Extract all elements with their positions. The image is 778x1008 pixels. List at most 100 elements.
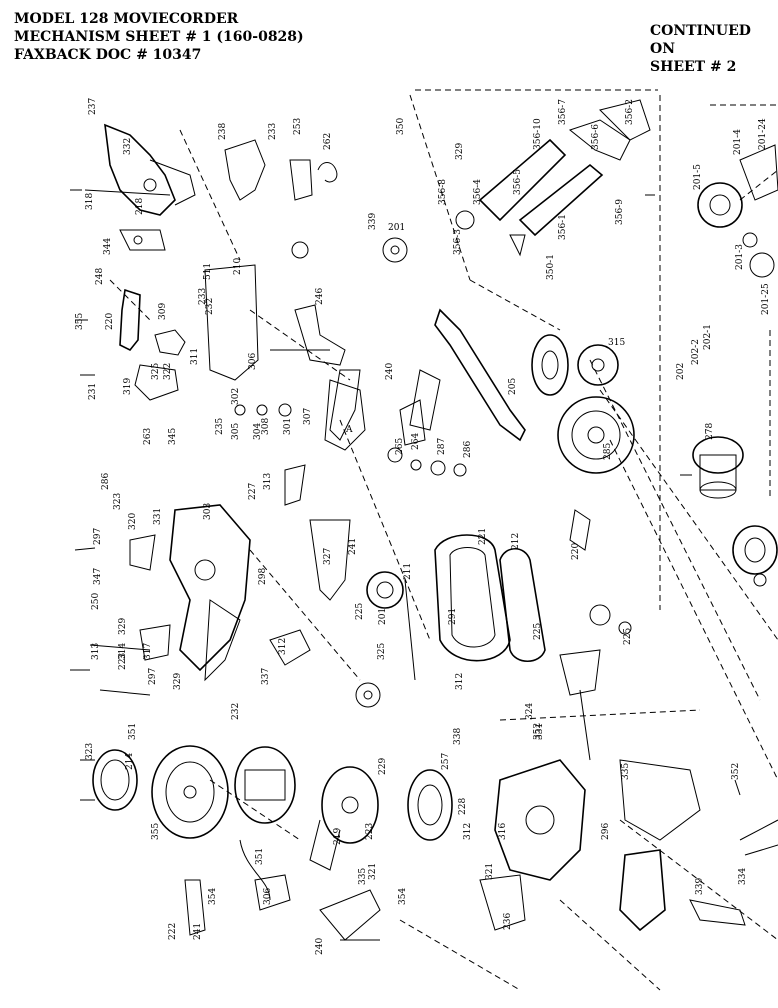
part-label: 231 <box>88 383 98 400</box>
part-label: 232 <box>205 298 215 315</box>
exploded-parts-diagram: A 237 344 201 315 238 233 253 262 332 21… <box>70 89 778 991</box>
part-label: 302 <box>231 388 241 405</box>
part-label: 306 <box>248 353 258 370</box>
part-label: 323 <box>113 493 123 510</box>
part-label: 201 <box>378 608 388 625</box>
part-label: 325 <box>377 643 387 660</box>
center-ribbon-assembly <box>355 534 546 708</box>
part-label: 356-9 <box>615 199 625 225</box>
part-label: 306 <box>263 888 273 905</box>
part-label: 351 <box>128 723 138 740</box>
part-label: 354 <box>208 888 218 905</box>
part-label: 236 <box>503 913 513 930</box>
part-label: 313 <box>263 473 273 490</box>
part-label: 316 <box>498 823 508 840</box>
part-label: 246 <box>315 288 325 305</box>
part-label: 325 <box>151 363 161 380</box>
part-label: 329 <box>173 673 183 690</box>
part-label: 312 <box>278 638 288 655</box>
part-label: 202-2 <box>691 339 701 365</box>
part-label: 241 <box>348 538 358 555</box>
part-label: 221 <box>478 528 488 545</box>
part-label: 202 <box>676 363 686 380</box>
part-label: 344 <box>103 238 113 255</box>
part-label: 356-1 <box>558 214 568 240</box>
part-label: 212 <box>511 533 521 550</box>
part-label: 211 <box>403 563 413 580</box>
top-right-gear-assembly <box>697 144 778 278</box>
right-motor-stacks <box>692 436 778 587</box>
part-label: 248 <box>95 268 105 285</box>
part-label: 327 <box>323 548 333 565</box>
right-center-gears <box>559 509 632 761</box>
lower-drum-row <box>92 745 701 932</box>
part-label: 298 <box>258 568 268 585</box>
continued-note: CONTINUED ON SHEET # 2 <box>650 22 778 76</box>
part-label: 312 <box>463 823 473 840</box>
part-label: 311 <box>190 348 200 365</box>
part-label: 355 <box>75 313 85 330</box>
part-label: 297 <box>93 528 103 545</box>
part-number-labels: 237 344 201 315 238 233 253 262 332 218 … <box>75 98 771 955</box>
part-label: 223 <box>365 823 375 840</box>
part-label: 356-4 <box>473 179 483 205</box>
part-label: 350-1 <box>546 254 556 280</box>
arrow-label-a: A <box>345 425 353 435</box>
part-label: 287 <box>437 438 447 455</box>
part-label: 335 <box>358 868 368 885</box>
part-label: 219 <box>333 828 343 845</box>
part-label: 250 <box>91 593 101 610</box>
center-arm-assembly <box>324 308 635 477</box>
part-label: 339 <box>695 878 705 895</box>
part-label: 511 <box>203 263 213 280</box>
part-label: 307 <box>303 408 313 425</box>
part-label: 286 <box>463 441 473 458</box>
part-label: 324 <box>525 703 535 720</box>
part-label: 257 <box>441 753 451 770</box>
part-label: 356-3 <box>453 229 463 255</box>
part-label: 339 <box>368 213 378 230</box>
part-label: 227 <box>248 483 258 500</box>
part-label: 263 <box>143 428 153 445</box>
part-label: 356-5 <box>513 169 523 195</box>
part-label: 238 <box>218 123 228 140</box>
part-label: 331 <box>153 508 163 525</box>
part-label: 350 <box>396 118 406 135</box>
part-label: 220 <box>105 313 115 330</box>
part-label: 241 <box>193 923 203 940</box>
continued-line1: CONTINUED ON <box>650 23 751 57</box>
part-label: 232 <box>231 703 241 720</box>
part-label: 313 <box>91 643 101 660</box>
part-label: 233 <box>198 288 208 305</box>
part-label: 291 <box>448 608 458 625</box>
part-label: 331 <box>535 723 545 740</box>
part-label: 240 <box>315 938 325 955</box>
part-label: 240 <box>385 363 395 380</box>
part-label: 223 <box>118 653 128 670</box>
part-label: 320 <box>128 513 138 530</box>
part-label: 301 <box>283 418 293 435</box>
part-label: 356-8 <box>438 179 448 205</box>
part-label: 335 <box>621 763 631 780</box>
part-label: 345 <box>168 428 178 445</box>
part-label: 354 <box>398 888 408 905</box>
part-label: 356-10 <box>533 118 543 150</box>
part-label: 297 <box>148 668 158 685</box>
bottom-small-parts <box>184 819 778 941</box>
part-label: 304 <box>253 423 263 440</box>
part-label: 318 <box>85 193 95 210</box>
middle-left-cluster <box>119 241 361 441</box>
document-header: MODEL 128 MOVIECORDER MECHANISM SHEET # … <box>14 10 304 64</box>
continued-line2: SHEET # 2 <box>650 59 737 75</box>
part-label: 262 <box>323 133 333 150</box>
top-center-slide-mechanism <box>382 99 651 263</box>
part-label: 201-25 <box>761 283 771 315</box>
part-label: 337 <box>261 668 271 685</box>
part-label: 352 <box>731 763 741 780</box>
part-label: 225 <box>533 623 543 640</box>
part-label: 201-3 <box>735 244 745 270</box>
part-label: 286 <box>101 473 111 490</box>
model-title: MODEL 128 MOVIECORDER <box>14 11 239 27</box>
part-label: 201 <box>388 223 405 233</box>
part-label: 265 <box>395 438 405 455</box>
